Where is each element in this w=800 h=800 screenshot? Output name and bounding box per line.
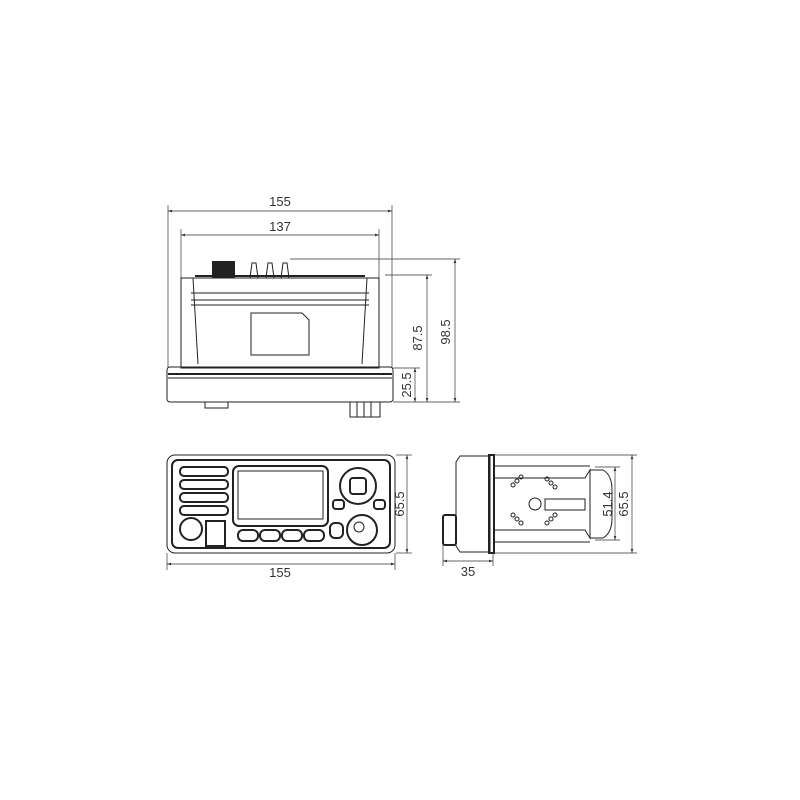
power-connector (212, 261, 235, 278)
channel-knob (349, 401, 381, 418)
dpad (332, 467, 386, 510)
display (232, 465, 329, 527)
antenna-connectors (249, 262, 290, 279)
dim-bracket-height: 51.4 (600, 491, 615, 516)
dim-total-height: 98.5 (438, 319, 453, 344)
side-view: 51.4 65.5 35 (442, 454, 637, 579)
volume-knob (346, 514, 378, 546)
top-view: 155 137 98.5 87.5 25.5 (166, 194, 460, 418)
side-knob (442, 514, 457, 546)
mounting-bracket (590, 469, 613, 539)
dim-body-height: 87.5 (410, 325, 425, 350)
front-view: 65.5 155 (166, 454, 412, 580)
dim-overall-width: 155 (269, 194, 291, 209)
mic-jack (179, 517, 203, 541)
label-window (250, 312, 310, 356)
soft-keys (237, 529, 325, 542)
dim-front-depth: 35 (461, 564, 475, 579)
dim-cover-width: 137 (269, 219, 291, 234)
dim-front-height: 65.5 (392, 491, 407, 516)
dim-side-height: 65.5 (616, 491, 631, 516)
speaker-grille (179, 466, 229, 516)
dim-base-height: 25.5 (399, 372, 414, 397)
usb-port (205, 520, 226, 547)
dim-front-width: 155 (269, 565, 291, 580)
